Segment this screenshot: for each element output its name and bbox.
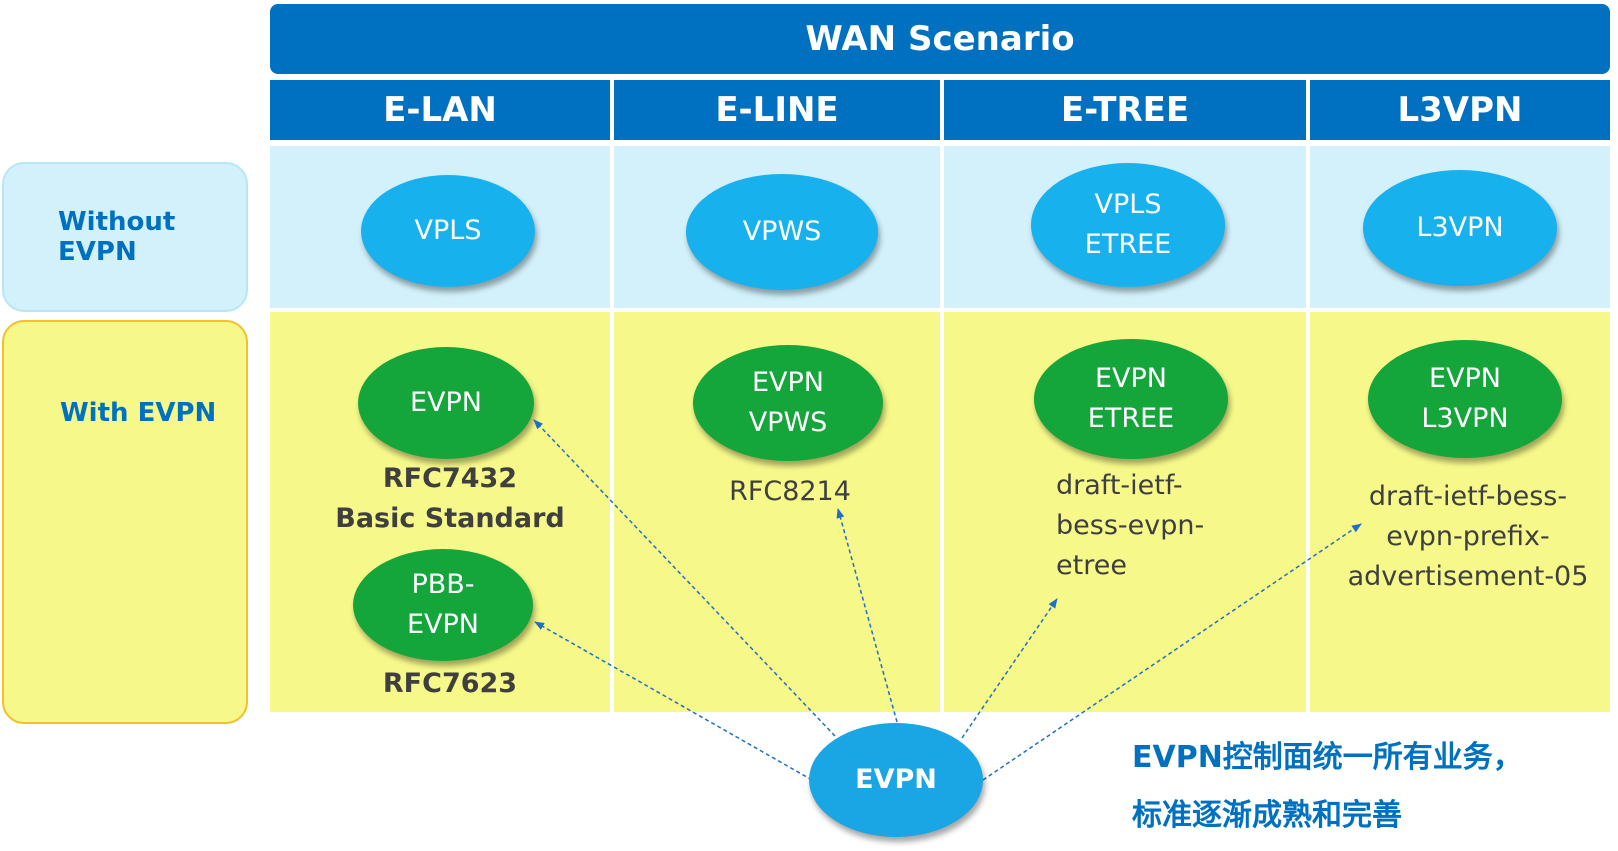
evpn-caption-line1: EVPN控制面统一所有业务， [1132, 740, 1523, 775]
oval-vpls: VPLS [361, 175, 535, 287]
note-rfc7432: RFC7432 Basic Standard [300, 459, 600, 539]
note-etree-draft: draft-ietf- bess-evpn- etree [1056, 466, 1276, 586]
row-label-with-evpn: With EVPN [2, 320, 248, 724]
oval-evpn-etree-line1: EVPN [1094, 363, 1167, 394]
row-label-without-text: Without EVPN [58, 207, 176, 267]
evpn-caption: EVPN控制面统一所有业务， 标准逐渐成熟和完善 [1132, 729, 1612, 845]
oval-vpls-etree-line2: ETREE [1084, 229, 1172, 260]
note-l3vpn-line1: draft-ietf-bess- [1368, 481, 1568, 512]
evpn-caption-line2: 标准逐渐成熟和完善 [1132, 798, 1402, 833]
note-rfc7623: RFC7623 [300, 664, 600, 704]
note-rfc7432-line2: Basic Standard [335, 503, 565, 534]
oval-pbb-evpn-line2: EVPN [406, 609, 479, 640]
oval-vpls-etree: VPLS ETREE [1031, 163, 1225, 287]
oval-vpws-label: VPWS [742, 216, 822, 247]
oval-evpn-center-label: EVPN [855, 764, 937, 795]
oval-evpn-center: EVPN [809, 723, 983, 837]
oval-pbb-evpn-line1: PBB- [411, 569, 475, 600]
oval-l3vpn-label: L3VPN [1416, 212, 1504, 243]
note-l3vpn-line2: evpn-prefix- [1386, 521, 1550, 552]
column-header-etree: E-TREE [944, 80, 1306, 140]
note-rfc8214: RFC8214 [680, 472, 900, 512]
oval-evpn-etree-line2: ETREE [1087, 403, 1175, 434]
column-header-eline: E-LINE [614, 80, 940, 140]
note-l3vpn-line3: advertisement-05 [1347, 561, 1589, 592]
oval-evpn-l3vpn-line1: EVPN [1428, 363, 1501, 394]
oval-vpls-label: VPLS [414, 215, 482, 246]
row-label-with-text: With EVPN [60, 398, 217, 428]
arrow-to-pbb-evpn [534, 621, 813, 781]
note-etree-line3: etree [1056, 550, 1127, 581]
note-rfc8214-text: RFC8214 [729, 476, 851, 507]
oval-evpn-etree: EVPN ETREE [1034, 339, 1228, 459]
oval-evpn-l3vpn-line2: L3VPN [1421, 403, 1509, 434]
arrow-to-evpn-elan [533, 419, 836, 737]
column-header-elan: E-LAN [270, 80, 610, 140]
note-l3vpn-draft: draft-ietf-bess- evpn-prefix- advertisem… [1318, 477, 1618, 597]
arrow-to-evpn-etree [961, 598, 1058, 739]
column-header-l3vpn: L3VPN [1310, 80, 1610, 140]
row-label-without-evpn: Without EVPN [2, 162, 248, 312]
oval-evpn-vpws-line1: EVPN [751, 367, 824, 398]
oval-evpn-l3vpn: EVPN L3VPN [1368, 340, 1562, 458]
arrow-to-evpn-vpws [836, 508, 898, 723]
note-rfc7623-text: RFC7623 [382, 668, 518, 699]
oval-l3vpn: L3VPN [1363, 170, 1557, 286]
oval-vpls-etree-line1: VPLS [1094, 189, 1162, 220]
oval-evpn-vpws: EVPN VPWS [693, 345, 883, 461]
oval-evpn-elan-label: EVPN [409, 387, 482, 418]
oval-pbb-evpn: PBB- EVPN [353, 549, 533, 661]
arrow-to-evpn-l3vpn [982, 523, 1362, 781]
note-etree-line1: draft-ietf- [1056, 470, 1183, 501]
oval-evpn-vpws-line2: VPWS [748, 407, 828, 438]
note-rfc7432-line1: RFC7432 [382, 463, 518, 494]
oval-evpn-elan: EVPN [358, 347, 534, 459]
wan-scenario-title: WAN Scenario [270, 4, 1610, 74]
note-etree-line2: bess-evpn- [1056, 510, 1205, 541]
oval-vpws: VPWS [686, 174, 878, 290]
